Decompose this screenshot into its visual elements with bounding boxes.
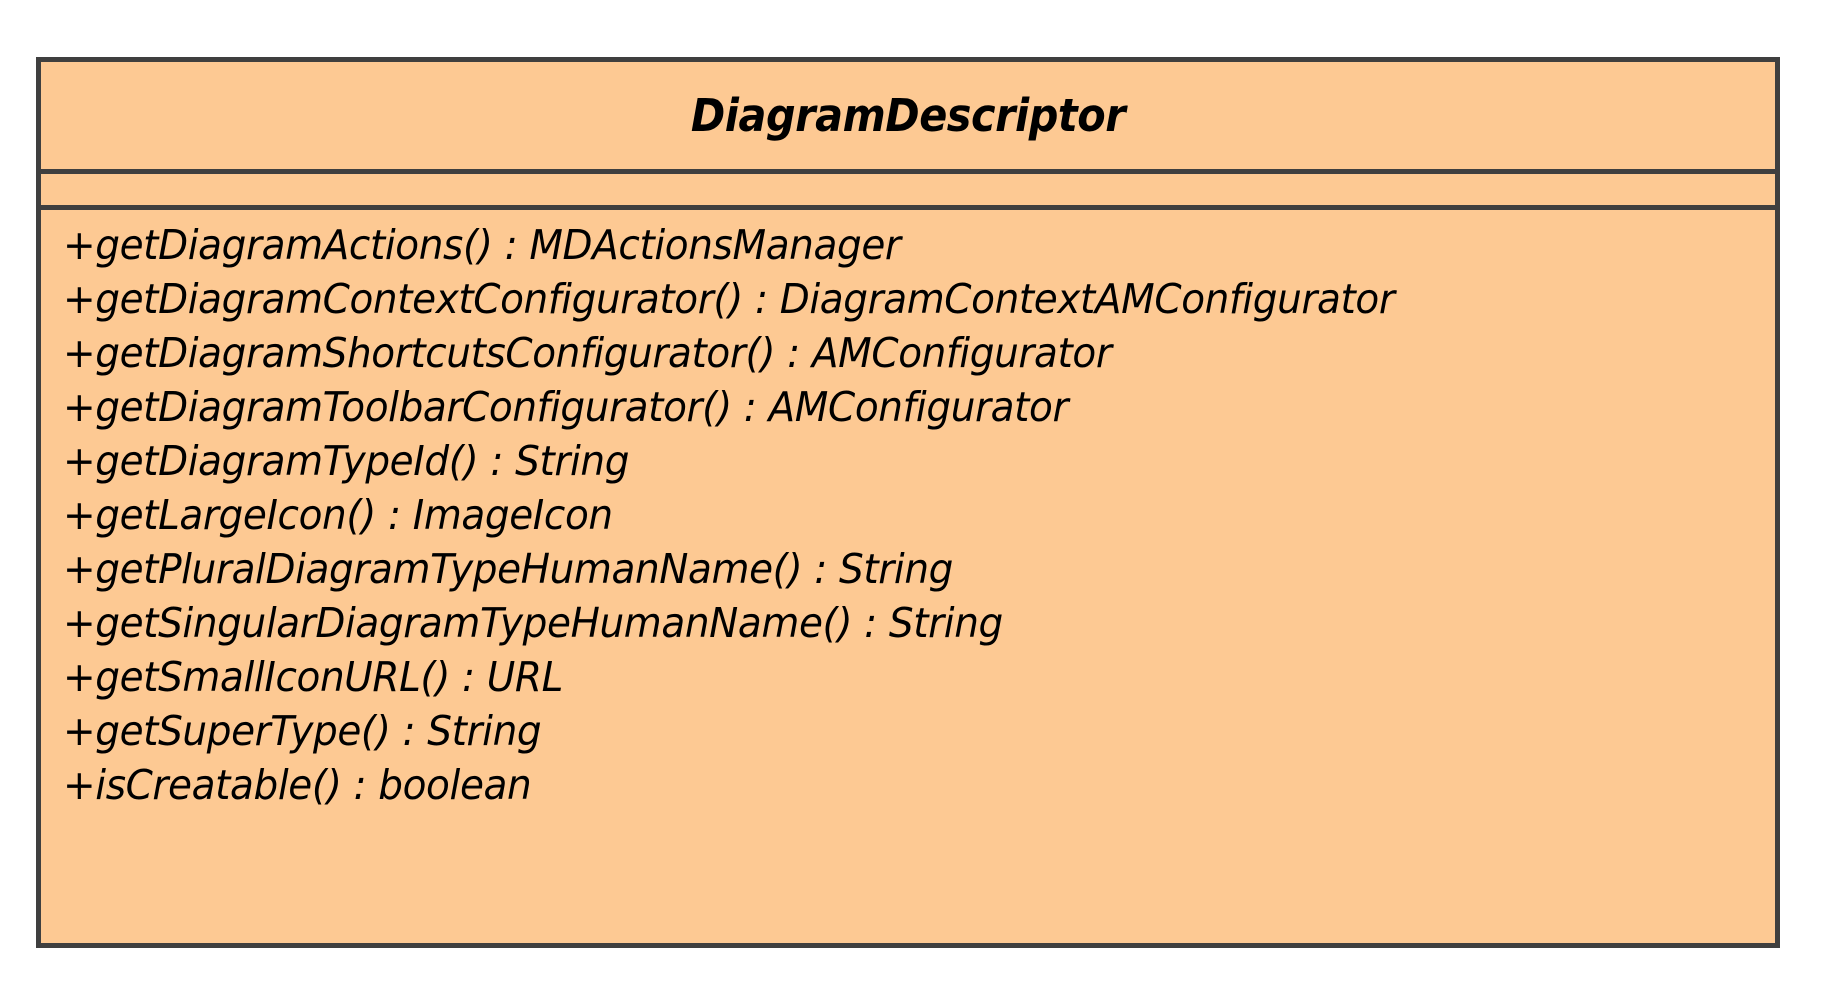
operation-row: +getSingularDiagramTypeHumanName() : Str… [63,599,1003,647]
operation-row: +getLargeIcon() : ImageIcon [63,491,613,539]
class-name-compartment: DiagramDescriptor [41,62,1775,174]
operation-row: +getDiagramActions() : MDActionsManager [63,221,901,269]
operation-row: +getPluralDiagramTypeHumanName() : Strin… [63,545,954,593]
operation-row: +getDiagramTypeId() : String [63,437,630,485]
class-name-label: DiagramDescriptor [690,89,1126,142]
uml-class-box[interactable]: DiagramDescriptor +getDiagramActions() :… [36,57,1780,948]
operation-row: +isCreatable() : boolean [63,761,532,809]
operation-row: +getSuperType() : String [63,707,542,755]
operation-row: +getDiagramShortcutsConfigurator() : AMC… [63,329,1112,377]
operation-row: +getSmallIconURL() : URL [63,653,563,701]
operation-row: +getDiagramContextConfigurator() : Diagr… [63,275,1395,323]
class-operations-compartment: +getDiagramActions() : MDActionsManager … [41,210,1775,943]
operation-row: +getDiagramToolbarConfigurator() : AMCon… [63,383,1069,431]
class-attributes-compartment [41,174,1775,210]
